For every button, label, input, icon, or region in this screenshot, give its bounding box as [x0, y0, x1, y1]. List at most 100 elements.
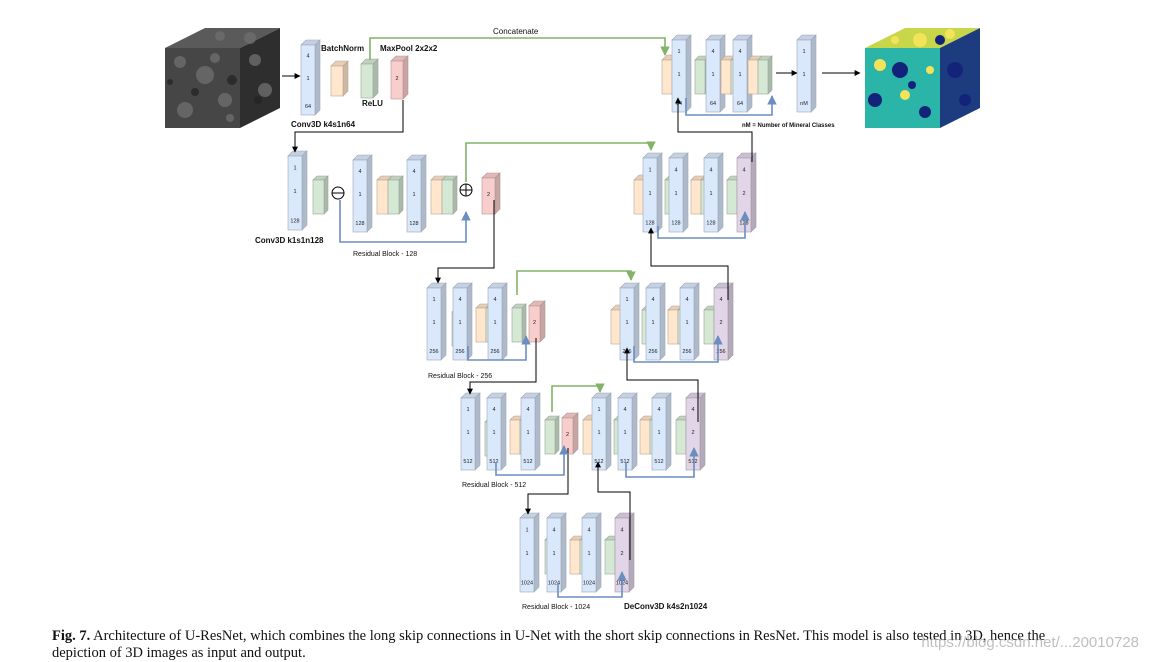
- deconv-1024-text: 2: [620, 551, 623, 557]
- dec256-conv-1-text: 256: [648, 349, 657, 355]
- enc128-pool: 2: [481, 172, 501, 215]
- dec512-conv-2: 4 1 512: [651, 392, 672, 471]
- dec256-conv-0-text: 1: [625, 320, 628, 326]
- conv-k4-64-text: 64: [305, 104, 311, 110]
- batchnorm-layer: [330, 60, 349, 97]
- deconv-256-text: 2: [719, 320, 722, 326]
- dec128-conv-1-text: 128: [671, 221, 680, 227]
- input-rock-cube: [165, 28, 280, 128]
- dectop-conv-2-text: 1: [738, 72, 741, 78]
- enc512-conv-1-text: 1: [492, 430, 495, 436]
- conv-k1-128-text: 128: [290, 219, 299, 225]
- dec256-conv-1-text: 1: [651, 320, 654, 326]
- deconv-1024-text: 4: [620, 527, 623, 533]
- enc512-conv-2-text: 1: [526, 430, 529, 436]
- enc512-conv-0-text: 1: [466, 430, 469, 436]
- enc128-conv-2-text: 128: [409, 221, 418, 227]
- dectop-conv-1-text: 1: [711, 72, 714, 78]
- dec128-conv-2-text: 128: [706, 221, 715, 227]
- dec512-conv-1-text: 4: [623, 407, 626, 413]
- conv-k1-128-text: 1: [293, 165, 296, 171]
- dec512-conv-2-text: 512: [654, 459, 663, 465]
- enc512-conv-1-text: 4: [492, 407, 495, 413]
- dec128-conv-0-text: 1: [648, 191, 651, 197]
- enc512-conv-2-text: 512: [523, 459, 532, 465]
- dec128-conv-1-text: 1: [674, 191, 677, 197]
- enc512-conv-1: 4 1 512: [486, 392, 507, 471]
- res256-label: Residual Block - 256: [428, 373, 492, 380]
- deconv-128-text: 4: [742, 167, 745, 173]
- dectop-conv-2-text: 4: [738, 49, 741, 55]
- dec256-conv-2-text: 4: [685, 297, 688, 303]
- dec512-conv-0-text: 1: [597, 407, 600, 413]
- enc512-conv-1-text: 512: [489, 459, 498, 465]
- enc1024-conv-1-text: 1024: [548, 581, 560, 587]
- enc256-conv-1-text: 4: [458, 297, 461, 303]
- deconv-128-text: 2: [742, 191, 745, 197]
- connectors: [282, 37, 861, 598]
- layer-blocks: 4164211128411284112821125641256412562115…: [287, 34, 817, 593]
- enc128-conv-2-text: 4: [412, 169, 415, 175]
- dec256-conv-2-text: 256: [682, 349, 691, 355]
- res128-label: Residual Block - 128: [353, 251, 417, 258]
- dectop-conv-2-text: 64: [737, 101, 743, 107]
- output-conv-nm-text: 1: [802, 49, 805, 55]
- enc256-conv-2-text: 256: [490, 349, 499, 355]
- dec256-conv-2-text: 1: [685, 320, 688, 326]
- enc1024-conv-2-text: 1024: [583, 581, 595, 587]
- enc512-conv-0-text: 1: [466, 407, 469, 413]
- enc1024-conv-0-text: 1: [525, 527, 528, 533]
- enc128-conv-2-text: 1: [412, 192, 415, 198]
- conv-k4-64-text: 1: [306, 76, 309, 82]
- enc1024-conv-2-text: 4: [587, 527, 590, 533]
- enc512-pool-text: 2: [566, 432, 569, 438]
- enc128-conv-1-text: 4: [358, 169, 361, 175]
- deconv-512-text: 4: [691, 407, 694, 413]
- dec256-conv-1-text: 4: [651, 297, 654, 303]
- dectop-conv-0-text: 1: [677, 72, 680, 78]
- concatenate-label: Concatenate: [493, 27, 539, 36]
- deconv-256-text: 256: [716, 349, 725, 355]
- dec512-conv-2-text: 4: [657, 407, 660, 413]
- enc1024-conv-1-text: 4: [552, 527, 555, 533]
- dec512-conv-1-text: 1: [623, 430, 626, 436]
- res1024-label: Residual Block - 1024: [522, 604, 590, 611]
- dec128-conv-2-text: 4: [709, 167, 712, 173]
- conv-first-label: Conv3D k4s1n64: [291, 120, 356, 129]
- enc256-pool: 2: [528, 300, 546, 343]
- dec512-conv-1-text: 512: [620, 459, 629, 465]
- enc512-conv-0: 1 1 512: [460, 392, 481, 471]
- deconv-label: DeConv3D k4s2n1024: [624, 602, 708, 611]
- deconv-512-text: 512: [688, 459, 697, 465]
- enc256-conv-1-text: 256: [455, 349, 464, 355]
- dec256-conv-1: 4 1 256: [645, 282, 666, 361]
- enc128-pool-text: 2: [487, 192, 490, 198]
- relu-label: ReLU: [362, 99, 383, 108]
- enc512-conv-0-text: 512: [463, 459, 472, 465]
- caption-text: Architecture of U-ResNet, which combines…: [52, 628, 1046, 661]
- res512-label: Residual Block - 512: [462, 482, 526, 489]
- dec512-conv-2-text: 1: [657, 430, 660, 436]
- dec128-conv-0-text: 1: [648, 167, 651, 173]
- dectop-conv-0-text: 1: [677, 49, 680, 55]
- enc128-relu-2: [441, 175, 458, 215]
- dectop-relu-2: [757, 55, 773, 95]
- enc256-conv-0-text: 1: [432, 320, 435, 326]
- relu-layer: [360, 58, 379, 99]
- output-segmented-cube: [865, 28, 980, 128]
- enc128-conv-2: 4 1 128: [406, 154, 427, 233]
